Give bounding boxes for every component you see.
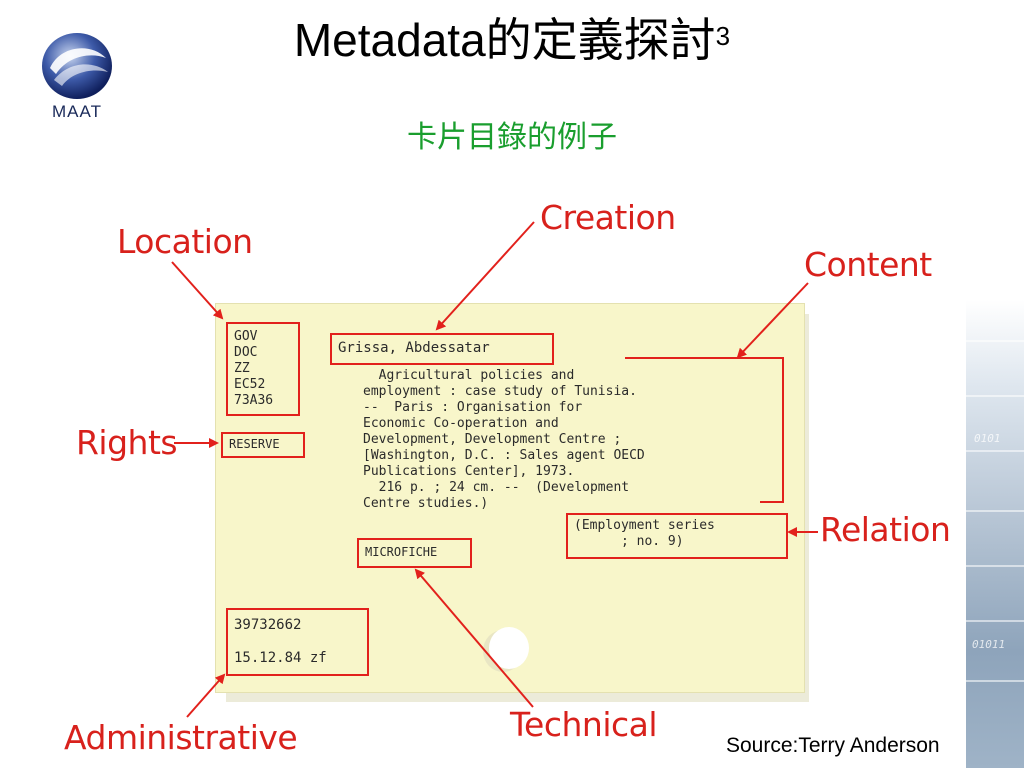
creation-arrow — [435, 221, 535, 331]
location-line: ZZ — [234, 361, 250, 376]
administrative-box — [226, 608, 369, 676]
decor-binary-2: 01011 — [972, 638, 1006, 651]
technical-box — [357, 538, 472, 568]
title-main: Metadata的定義探討 — [293, 14, 716, 66]
creation-box — [330, 333, 554, 365]
content-line: Publications Center], 1973. — [363, 464, 575, 479]
decor-binary-1: 0101 — [974, 432, 1001, 445]
author-text: Grissa, Abdessatar — [338, 340, 490, 356]
technical-arrow — [414, 568, 534, 708]
label-rights: Rights — [76, 423, 178, 462]
label-relation: Relation — [820, 510, 951, 549]
rights-box — [221, 432, 305, 458]
technical-text: MICROFICHE — [365, 545, 438, 559]
location-arrow — [171, 261, 224, 320]
source-credit: Source:Terry Anderson — [726, 734, 940, 757]
page-subtitle: 卡片目錄的例子 — [407, 121, 617, 154]
content-line: [Washington, D.C. : Sales agent OECD — [363, 448, 645, 463]
rights-text: RESERVE — [229, 437, 280, 451]
label-technical: Technical — [510, 705, 658, 744]
page-title: Metadata的定義探討3 — [0, 10, 1024, 70]
content-line: Economic Co-operation and — [363, 416, 559, 431]
relation-line: ; no. 9) — [574, 534, 684, 549]
content-line: Agricultural policies and — [363, 368, 575, 383]
location-line: EC52 — [234, 377, 266, 392]
label-location: Location — [117, 222, 253, 261]
location-line: GOV — [234, 329, 258, 344]
label-creation: Creation — [540, 198, 676, 237]
decorative-band: 0101 01011 — [966, 300, 1024, 768]
content-line: 216 p. ; 24 cm. -- (Development — [363, 480, 630, 495]
location-line: 73A36 — [234, 393, 274, 408]
logo-text: MAAT — [52, 102, 102, 121]
label-administrative: Administrative — [64, 718, 298, 757]
relation-line: (Employment series — [574, 518, 715, 533]
content-line: Centre studies.) — [363, 496, 489, 511]
admin-line: 39732662 — [234, 617, 302, 633]
content-line: employment : case study of Tunisia. — [363, 384, 637, 399]
content-line: Development, Development Centre ; — [363, 432, 622, 447]
location-box — [226, 322, 300, 416]
title-superscript: 3 — [715, 21, 731, 51]
globe-icon — [42, 33, 112, 99]
content-line: -- Paris : Organisation for — [363, 400, 583, 415]
content-bracket — [625, 357, 784, 503]
content-arrow — [736, 282, 809, 359]
admin-line: 15.12.84 zf — [234, 650, 327, 666]
maat-logo: MAAT — [38, 28, 116, 128]
label-content: Content — [804, 245, 932, 284]
administrative-arrow — [186, 673, 226, 718]
location-line: DOC — [234, 345, 258, 360]
